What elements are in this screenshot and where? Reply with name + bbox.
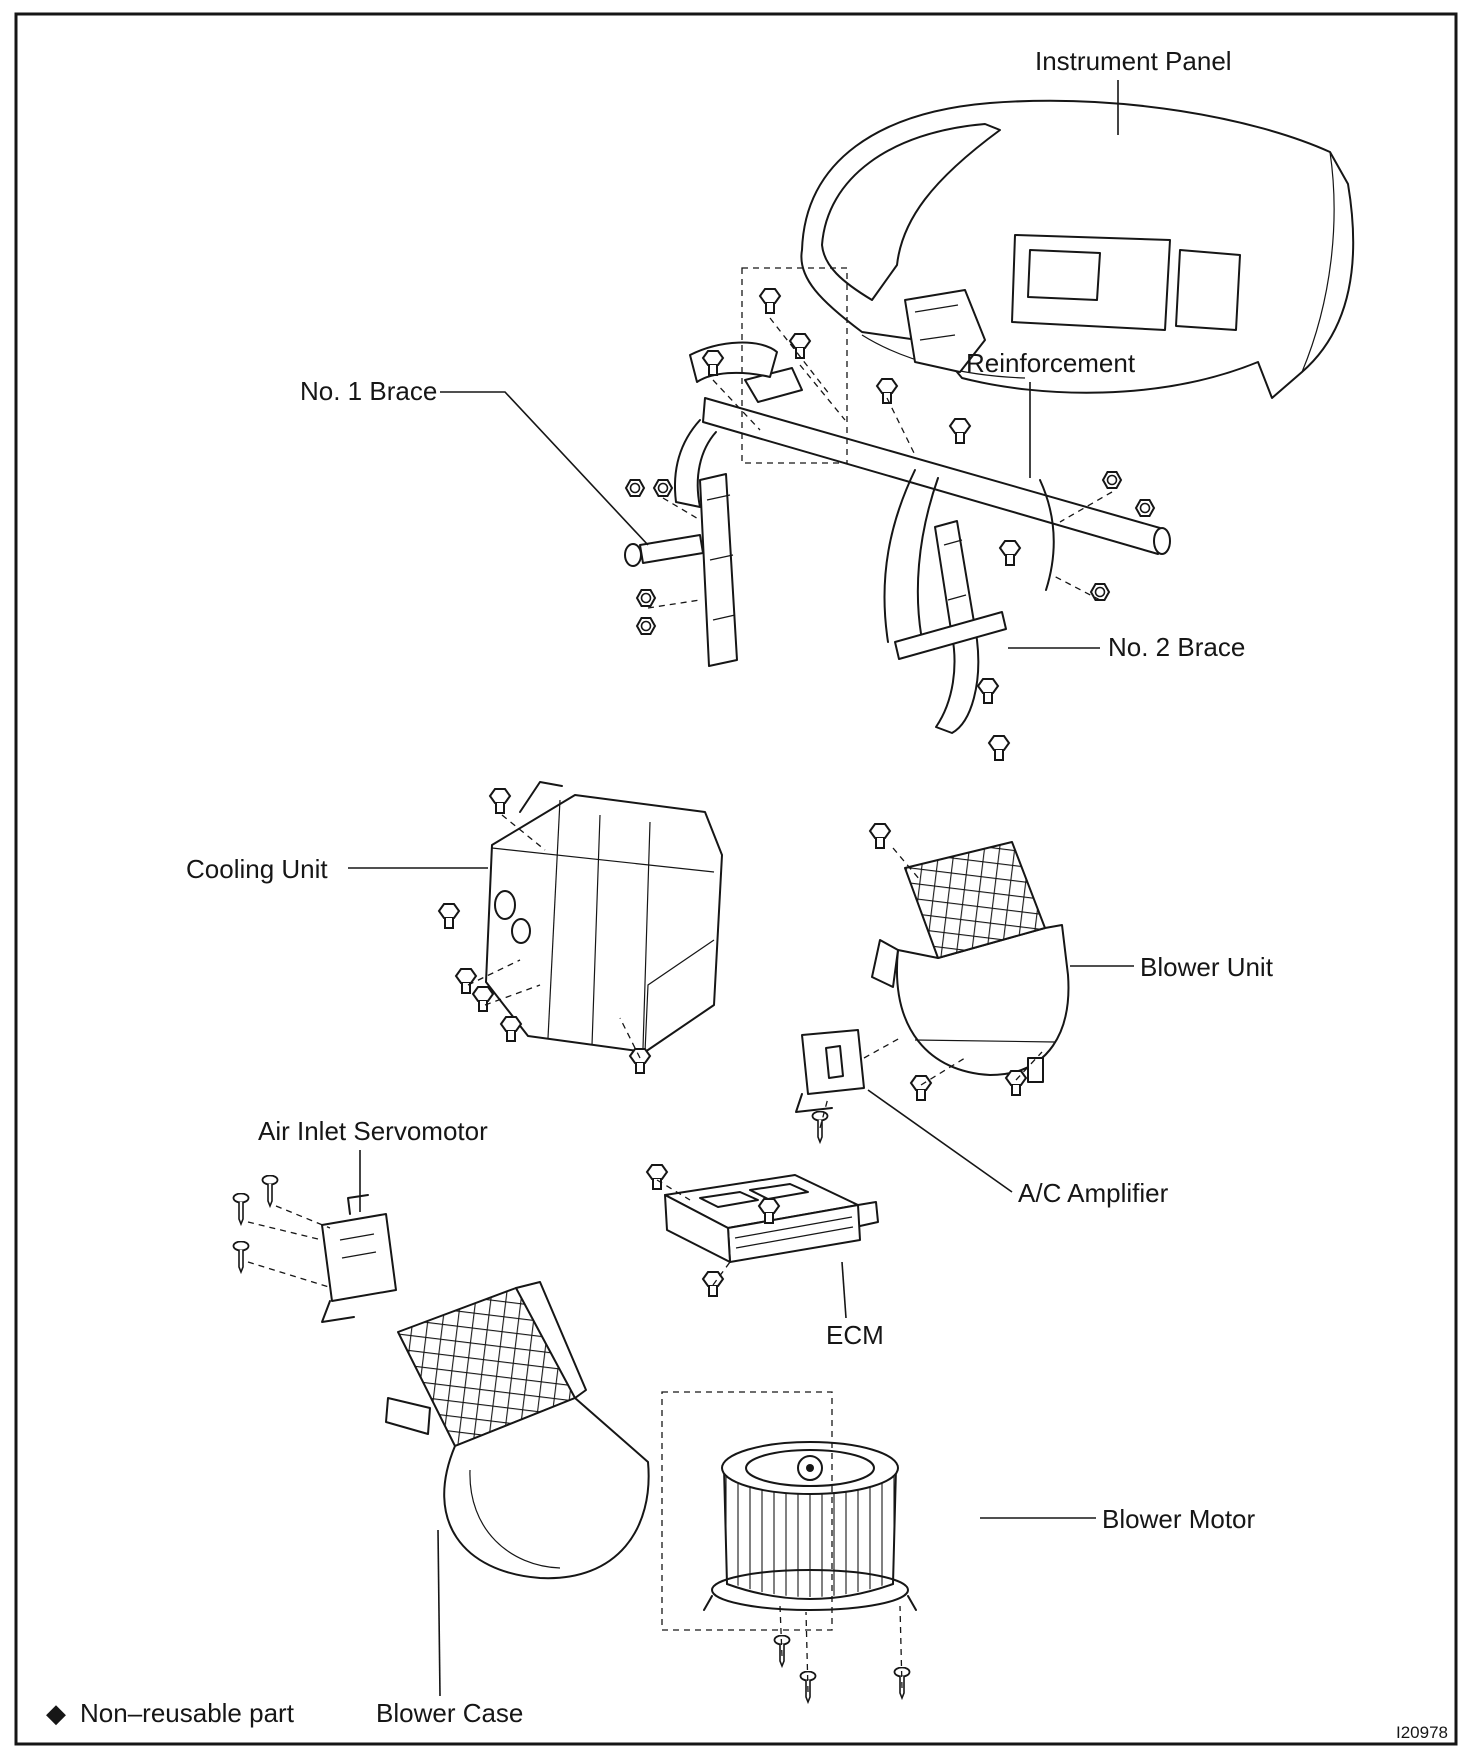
bolt-icon (789, 333, 811, 359)
bolt-icon (629, 1048, 651, 1074)
dashed-assembly-region (661, 1391, 833, 1631)
nut-icon (1135, 499, 1155, 517)
non-reusable-diamond-icon: ◆ (46, 1698, 66, 1728)
bolt-icon (999, 540, 1021, 566)
no2-brace-drawing (894, 520, 1007, 734)
label-ecm: ECM (826, 1320, 884, 1350)
label-blower-unit: Blower Unit (1140, 952, 1274, 982)
cooling-unit-drawing (485, 781, 723, 1053)
air-inlet-servomotor-drawing (321, 1194, 397, 1323)
label-blower-case: Blower Case (376, 1698, 523, 1728)
bolt-icon (438, 903, 460, 929)
label-no1-brace: No. 1 Brace (300, 376, 437, 406)
legend: ◆ Non–reusable part (46, 1698, 295, 1728)
instrument-panel-drawing (800, 99, 1355, 399)
bolt-icon (455, 968, 477, 994)
blower-unit-drawing (871, 841, 1070, 1083)
nut-icon (636, 617, 656, 635)
bolt-icon (910, 1075, 932, 1101)
nut-icon (1090, 583, 1110, 601)
blower-case-drawing (385, 1281, 650, 1580)
bolt-icon (977, 678, 999, 704)
bolt-icon (500, 1016, 522, 1042)
label-blower-motor: Blower Motor (1102, 1504, 1255, 1534)
nut-icon (625, 479, 645, 497)
label-no2-brace: No. 2 Brace (1108, 632, 1245, 662)
nut-icon (653, 479, 673, 497)
bolt-icon (869, 823, 891, 849)
bolt-icon (759, 288, 781, 314)
page-border (14, 12, 1458, 1746)
ac-amplifier-drawing (795, 1029, 865, 1113)
bolt-icon (472, 986, 494, 1012)
screw-icon (232, 1241, 250, 1273)
bolt-icon (646, 1164, 668, 1190)
screw-icon (261, 1175, 279, 1207)
bolt-icon (1005, 1070, 1027, 1096)
bolt-icon (988, 735, 1010, 761)
screw-icon (232, 1193, 250, 1225)
dashed-guide-lines (247, 317, 1113, 1693)
bolt-icon (489, 788, 511, 814)
figure-code: I20978 (1396, 1723, 1448, 1742)
fastener-bolts (438, 288, 1027, 1297)
label-air-inlet-servomotor: Air Inlet Servomotor (258, 1116, 488, 1146)
bolt-icon (949, 418, 971, 444)
label-instrument-panel: Instrument Panel (1035, 46, 1232, 76)
nut-icon (1102, 471, 1122, 489)
leader-lines (348, 80, 1134, 1697)
blower-motor-drawing (703, 1441, 917, 1611)
label-ac-amplifier: A/C Amplifier (1018, 1178, 1169, 1208)
label-reinforcement: Reinforcement (966, 348, 1136, 378)
label-cooling-unit: Cooling Unit (186, 854, 328, 884)
no1-brace-drawing (624, 473, 738, 667)
legend-text: Non–reusable part (80, 1698, 295, 1728)
nut-icon (636, 589, 656, 607)
